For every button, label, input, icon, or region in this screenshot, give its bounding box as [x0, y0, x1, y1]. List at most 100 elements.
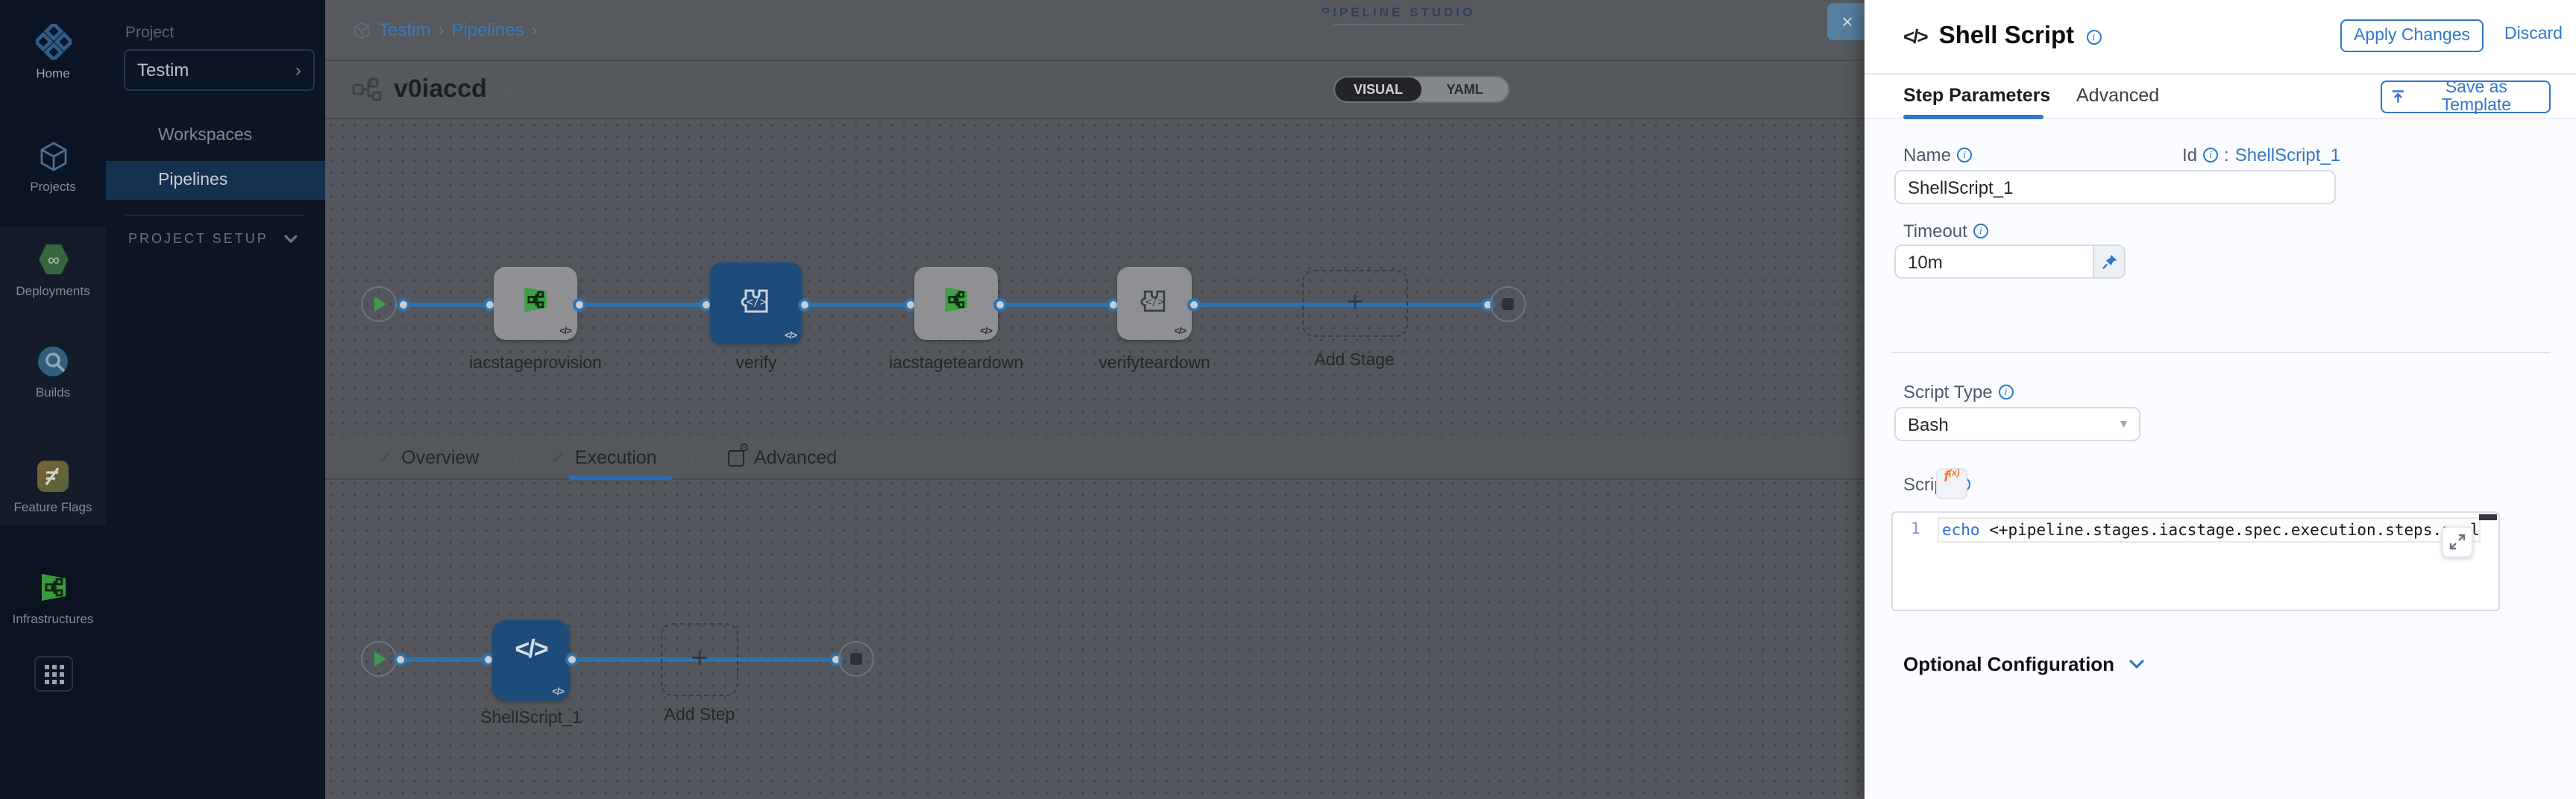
tab-advanced[interactable]: Advanced — [728, 440, 837, 468]
step-node-shellscript[interactable]: </> </> — [492, 620, 570, 701]
step-label[interactable]: ShellScript_1 — [480, 710, 582, 727]
grid-icon — [44, 664, 63, 683]
stage-label[interactable]: verifyteardown — [1099, 355, 1210, 373]
shell-mini-badge: </> — [980, 326, 993, 337]
info-icon[interactable]: i — [2203, 148, 2219, 162]
editor-code-line[interactable]: echo <+pipeline.stages.iacstage.spec.exe… — [1938, 517, 2481, 543]
id-separator: : — [2224, 145, 2229, 165]
connector-line — [394, 657, 492, 661]
sidebar-item-home[interactable]: Home — [0, 24, 106, 80]
pipeline-canvas[interactable]: </> </> </> — [325, 119, 1865, 799]
add-step-label[interactable]: Add Step — [664, 707, 735, 724]
breadcrumb-link-pipelines[interactable]: Pipelines — [451, 19, 524, 40]
projects-cube-icon — [40, 142, 66, 171]
script-type-select[interactable]: Bash ▾ — [1894, 407, 2140, 441]
pipeline-graph-icon — [352, 78, 382, 101]
pipeline-end-node — [1490, 286, 1526, 322]
save-as-template-label: Save as Template — [2441, 79, 2512, 115]
fx-sub: (x) — [1949, 470, 1960, 479]
apply-changes-button[interactable]: Apply Changes — [2340, 19, 2484, 52]
project-cube-icon — [354, 21, 370, 39]
connector-line — [996, 303, 1116, 306]
tab-execution[interactable]: ✓ Execution — [551, 447, 657, 468]
pipeline-name: v0iaccd — [394, 75, 487, 103]
sidebar-item-feature-flags[interactable]: Feature Flags — [0, 459, 106, 514]
id-value[interactable]: ShellScript_1 — [2234, 145, 2341, 165]
script-editor[interactable]: 1 echo <+pipeline.stages.iacstage.spec.e… — [1891, 511, 2500, 611]
discard-button[interactable]: Discard — [2504, 25, 2563, 43]
add-stage-button[interactable]: + — [1302, 270, 1408, 337]
add-step-button[interactable]: + — [661, 623, 738, 696]
sidebar-item-pipelines[interactable]: Pipelines — [106, 161, 325, 200]
play-icon — [374, 651, 386, 666]
stage-node-iacstageprovision[interactable]: </> — [494, 267, 577, 340]
pipeline-studio-badge: PIPELINE STUDIO — [1314, 0, 1483, 25]
rail-label: Builds — [35, 385, 71, 400]
connector-dot — [993, 298, 1007, 312]
custom-stage-icon: </> — [1140, 290, 1166, 312]
rail-label: Deployments — [16, 283, 90, 298]
edit-pipeline-name-icon[interactable]: ✎ — [498, 79, 514, 100]
connector-line — [1186, 303, 1490, 306]
code-keyword: echo — [1942, 521, 1980, 539]
tab-step-advanced[interactable]: Advanced — [2076, 85, 2160, 106]
sidebar-item-projects[interactable]: Projects — [0, 140, 106, 194]
connector-dot — [397, 298, 410, 312]
stage-node-iacstageteardown[interactable]: </> — [914, 267, 998, 340]
pipeline-title-row: v0iaccd ✎ — [325, 61, 1865, 119]
sidebar-item-builds[interactable]: Builds — [0, 344, 106, 400]
stage-label[interactable]: iacstageprovision — [469, 355, 602, 373]
expand-icon — [2449, 534, 2466, 550]
infrastructure-stage-icon — [945, 287, 967, 312]
breadcrumb-link-project[interactable]: Testim — [379, 19, 431, 40]
pipeline-start-node — [361, 286, 397, 322]
close-drawer-button[interactable]: × — [1827, 3, 1867, 40]
shell-mini-badge: </> — [1174, 326, 1187, 337]
play-icon — [374, 297, 386, 312]
toggle-visual[interactable]: VISUAL — [1335, 78, 1421, 101]
sidebar-item-deployments[interactable]: ∞ Deployments — [0, 241, 106, 298]
toggle-yaml[interactable]: YAML — [1446, 82, 1483, 97]
upload-icon — [2392, 90, 2404, 103]
stop-icon — [850, 653, 862, 665]
chevron-down-icon: ▾ — [2120, 416, 2127, 431]
fx-label: f — [1944, 470, 1949, 486]
add-stage-label[interactable]: Add Stage — [1314, 352, 1395, 370]
script-type-label-row: Script Type i — [1903, 382, 2014, 402]
timeout-input[interactable]: 10m — [1894, 244, 2094, 279]
project-setup-toggle[interactable]: PROJECT SETUP — [128, 231, 298, 246]
sidebar-item-infrastructures[interactable]: Infrastructures — [0, 569, 106, 626]
stage-label[interactable]: iacstageteardown — [888, 355, 1024, 373]
tab-overview[interactable]: ✓ Overview — [377, 447, 479, 468]
tab-step-parameters[interactable]: Step Parameters — [1903, 85, 2051, 106]
script-type-value: Bash — [1908, 414, 1949, 435]
drawer-title: Shell Script — [1938, 22, 2075, 49]
expand-editor-button[interactable] — [2442, 526, 2473, 558]
expression-fx-button[interactable]: f(x) — [1936, 468, 1967, 499]
project-selector[interactable]: Testim › — [124, 49, 315, 91]
info-icon[interactable]: i — [1957, 148, 1973, 162]
connector-dot — [573, 298, 586, 312]
svg-text:</>: </> — [1146, 297, 1164, 309]
stage-node-verify[interactable]: </> </> — [710, 262, 802, 344]
name-input[interactable]: ShellScript_1 — [1894, 170, 2336, 204]
step-config-drawer: </> Shell Script i Apply Changes Discard… — [1865, 0, 2576, 799]
timeout-pin-addon[interactable] — [2094, 244, 2126, 279]
breadcrumb-separator: › — [438, 19, 444, 40]
drawer-tabs: Step Parameters Advanced Save as Templat… — [1865, 75, 2576, 119]
stage-label[interactable]: verify — [735, 355, 777, 373]
project-name: Testim — [137, 60, 189, 80]
stage-node-verifyteardown[interactable]: </> </> — [1117, 267, 1192, 340]
sidebar-item-workspaces[interactable]: Workspaces — [158, 127, 253, 145]
module-group-infra — [0, 525, 106, 701]
close-icon: × — [1841, 10, 1853, 33]
module-grid-button[interactable] — [34, 656, 73, 692]
info-icon[interactable]: i — [2086, 29, 2102, 44]
advanced-settings-icon — [728, 440, 750, 466]
chevron-right-icon: › — [689, 447, 696, 468]
stop-icon — [1502, 298, 1514, 310]
info-icon[interactable]: i — [1998, 385, 2014, 400]
save-as-template-button[interactable]: Save as Template — [2381, 79, 2551, 115]
info-icon[interactable]: i — [1973, 224, 1988, 239]
optional-configuration-toggle[interactable]: Optional Configuration — [1903, 653, 2144, 675]
